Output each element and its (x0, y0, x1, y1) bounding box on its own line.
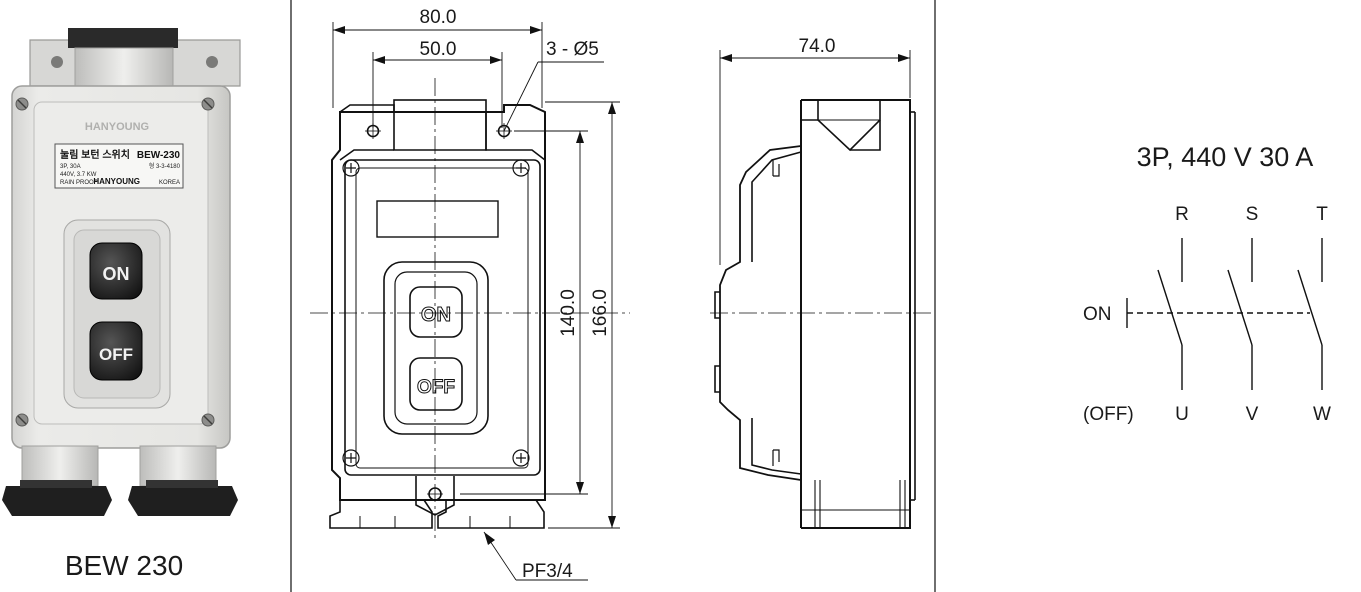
dim-hole-pitch: 50.0 (420, 39, 457, 60)
schematic-input-s: S (1246, 204, 1259, 225)
product-photo: HANYOUNG 눌림 보턴 스위치 BEW-230 3P, 30A 440V,… (2, 28, 241, 516)
front-drawing (310, 22, 630, 581)
nameplate-model: BEW-230 (137, 150, 181, 161)
nameplate-rating-2: 440V, 3.7 KW (60, 172, 97, 178)
dim-holes: 3 - Ø5 (546, 39, 599, 60)
photo-off-button-label: OFF (99, 345, 133, 364)
dim-depth: 74.0 (799, 36, 836, 57)
switch-schematic: 3P, 440 V 30 A R S T ON (OFF) U V W (1083, 142, 1331, 425)
nameplate-brand: HANYOUNG (93, 177, 140, 186)
nameplate-cert: 형 3-3-4180 (149, 162, 181, 170)
schematic-output-w: W (1313, 404, 1331, 425)
nameplate-rating-3: RAIN PROOF (60, 180, 98, 186)
schematic-input-t: T (1316, 204, 1328, 225)
dim-width-overall: 80.0 (420, 7, 457, 28)
nameplate-rating-1: 3P, 30A (60, 164, 81, 170)
photo-brand-emboss: HANYOUNG (85, 121, 149, 133)
photo-on-button-label: ON (103, 264, 130, 284)
schematic-rating: 3P, 440 V 30 A (1137, 142, 1314, 172)
dim-height-holes: 140.0 (558, 289, 579, 337)
schematic-off-label: (OFF) (1083, 404, 1134, 425)
side-drawing (710, 50, 935, 529)
drawing-on-button-label: ON (421, 304, 451, 326)
dim-height-overall: 166.0 (590, 289, 611, 337)
nameplate-country: KOREA (159, 180, 180, 186)
schematic-output-v: V (1246, 404, 1259, 425)
drawing-off-button-label: OFF (417, 377, 455, 398)
schematic-input-r: R (1175, 204, 1189, 225)
model-caption: BEW 230 (65, 550, 183, 581)
dim-conduit: PF3/4 (522, 561, 573, 582)
nameplate-title: 눌림 보턴 스위치 (60, 148, 130, 161)
schematic-on-label: ON (1083, 304, 1112, 325)
schematic-output-u: U (1175, 404, 1189, 425)
